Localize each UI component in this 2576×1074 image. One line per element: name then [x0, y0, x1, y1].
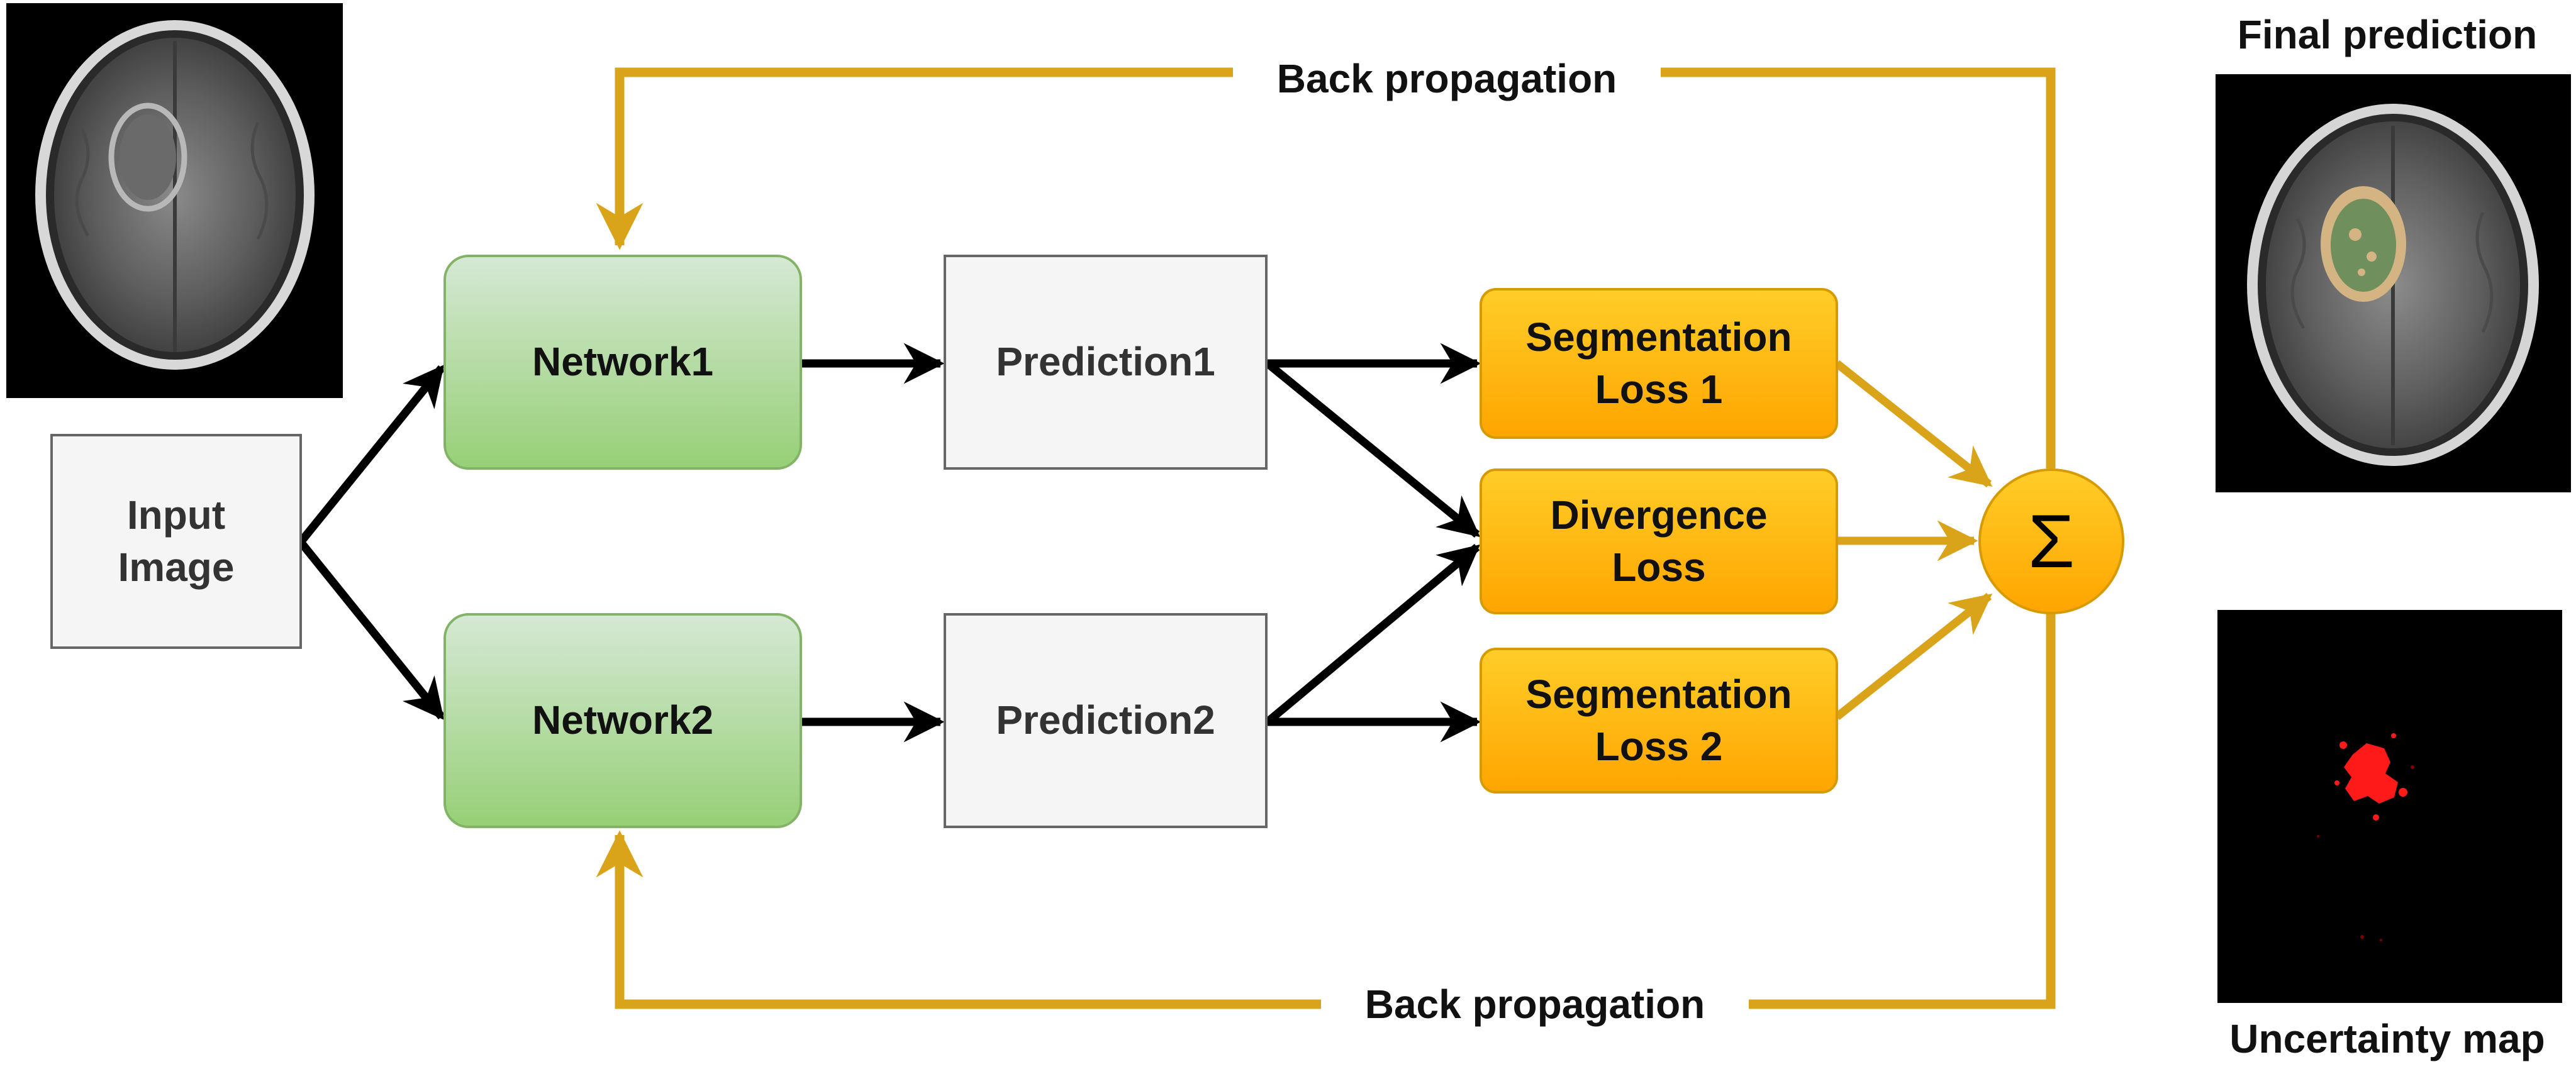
arrow-seg-loss-1-to-sum — [1834, 360, 1993, 488]
segmentation-loss-2-label: Segmentation Loss 2 — [1525, 671, 1792, 769]
arrow-prediction2-to-divergence — [1264, 544, 1480, 725]
network2-node: Network2 — [443, 613, 802, 828]
arrow-input-to-network2 — [297, 539, 445, 721]
arrow-seg-loss-2-to-sum — [1834, 592, 1993, 721]
divergence-loss-node: Divergence Loss — [1480, 468, 1838, 614]
network1-label: Network1 — [532, 339, 714, 385]
input-image-node: Input Image — [50, 434, 302, 649]
segmentation-loss-1-label: Segmentation Loss 1 — [1525, 314, 1792, 412]
prediction2-label: Prediction2 — [996, 697, 1215, 743]
back-propagation-bottom-label: Back propagation — [1321, 981, 1749, 1031]
uncertainty-map-image — [2217, 610, 2562, 1003]
final-prediction-image — [2216, 74, 2571, 492]
prediction1-node: Prediction1 — [944, 255, 1268, 470]
prediction2-node: Prediction2 — [944, 613, 1268, 828]
network2-label: Network2 — [532, 697, 714, 743]
back-propagation-top-label: Back propagation — [1233, 55, 1661, 106]
prediction1-label: Prediction1 — [996, 339, 1215, 385]
sum-symbol: Σ — [2027, 499, 2075, 584]
input-image-label: Input Image — [118, 492, 235, 590]
network1-node: Network1 — [443, 255, 802, 470]
divergence-loss-label: Divergence Loss — [1550, 492, 1768, 590]
input-mri-image — [6, 3, 343, 398]
arrow-input-to-network1 — [297, 364, 445, 545]
final-prediction-title: Final prediction — [2237, 12, 2538, 57]
sum-node: Σ — [1978, 468, 2124, 614]
arrow-prediction1-to-divergence — [1264, 360, 1481, 538]
uncertainty-map-title: Uncertainty map — [2229, 1016, 2545, 1061]
segmentation-loss-1-node: Segmentation Loss 1 — [1480, 288, 1838, 439]
segmentation-loss-2-node: Segmentation Loss 2 — [1480, 648, 1838, 794]
